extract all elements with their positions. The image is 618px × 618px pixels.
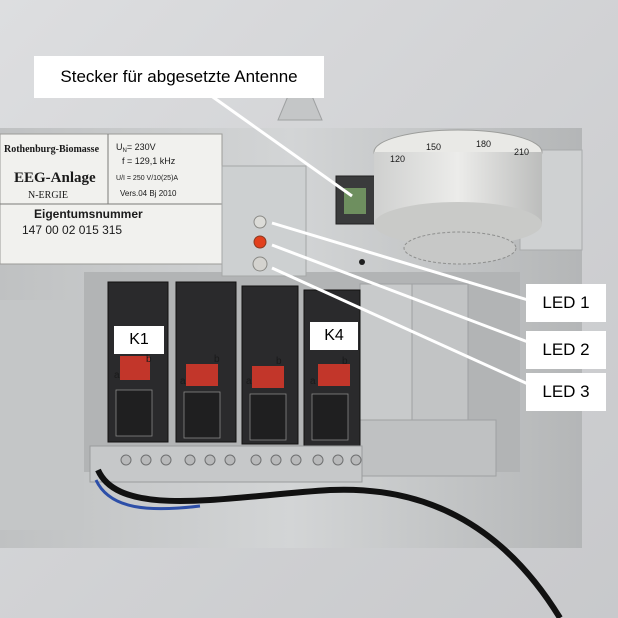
dial-bottom [374, 202, 542, 246]
nameplate-ownership-title: Eigentumsnummer [34, 207, 143, 221]
cable-black [95, 468, 563, 618]
callout-led1: LED 1 [526, 284, 606, 322]
dial-tick-180: 180 [476, 139, 491, 149]
dial-gear [403, 231, 517, 265]
cable-blue [94, 479, 201, 511]
dial-tick-120: 120 [390, 154, 405, 164]
nameplate-version: Vers.04 Bj 2010 [120, 189, 177, 198]
housing-left-side [0, 300, 84, 530]
callout-relay-k4: K4 [310, 322, 358, 350]
led-1 [253, 215, 267, 229]
module-terminal-strip [359, 419, 497, 477]
callout-relay-k1: K1 [114, 326, 164, 354]
dial-tick-210: 210 [514, 147, 529, 157]
leader-antenna [209, 93, 353, 198]
relay-4-letter-a: a [310, 376, 316, 387]
led-2 [253, 235, 267, 249]
nameplate [0, 133, 223, 265]
nameplate-brand: N-ERGIE [28, 190, 68, 201]
dial-tick-150: 150 [426, 142, 441, 152]
relay-1 [107, 281, 169, 443]
relay-1-letter-b: b [146, 354, 152, 365]
relay-3-letter-a: a [246, 376, 252, 387]
callout-led2: LED 2 [526, 331, 606, 369]
module-right [411, 283, 469, 445]
callout-antenna: Stecker für abgesetzte Antenne [34, 56, 324, 98]
callout-led3: LED 3 [526, 373, 606, 411]
nameplate-ownership-number: 147 00 02 015 315 [22, 223, 122, 237]
leader-led1 [271, 221, 529, 302]
relay-3-letter-b: b [276, 356, 282, 367]
nameplate-manufacturer: Rothenburg-Biomasse [4, 144, 100, 155]
nameplate-product: EEG-Anlage [14, 170, 96, 186]
nameplate-frequency: f = 129,1 kHz [122, 156, 176, 166]
leader-led2 [271, 243, 529, 344]
relay-2-letter-a: a [180, 376, 186, 387]
nameplate-voltage: UN= 230V [116, 142, 156, 154]
relay-2-letter-b: b [214, 354, 220, 365]
relay-1-letter-a: a [114, 370, 120, 381]
relay-4-letter-b: b [342, 356, 348, 367]
relay-4 [303, 289, 361, 447]
led-3 [252, 256, 268, 272]
relay-3 [241, 285, 299, 445]
terminal-screws [120, 454, 362, 466]
indicator-dot [359, 259, 365, 265]
leader-led3 [271, 266, 529, 386]
relay-2 [175, 281, 237, 443]
nameplate-rating: U/I = 250 V/10(25)A [116, 175, 178, 182]
